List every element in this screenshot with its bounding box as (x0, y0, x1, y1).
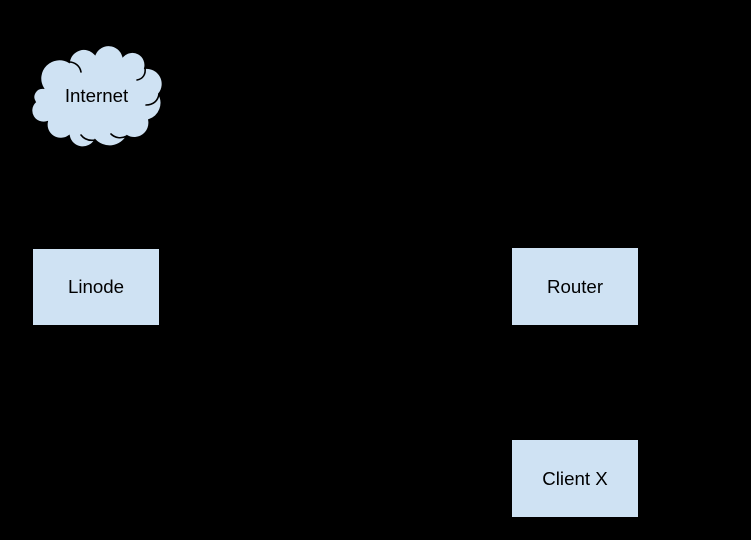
node-internet: Internet (30, 44, 163, 148)
node-label-linode: Linode (67, 276, 125, 298)
node-linode: Linode (32, 248, 160, 326)
node-label-router: Router (546, 275, 604, 297)
node-client-x: Client X (511, 439, 639, 518)
cloud-icon (30, 44, 163, 148)
cloud-curl-details (68, 61, 160, 142)
cloud-outline (30, 44, 163, 148)
node-label-client-x: Client X (542, 467, 608, 489)
node-router: Router (511, 247, 639, 326)
node-label-internet: Internet (64, 85, 129, 107)
